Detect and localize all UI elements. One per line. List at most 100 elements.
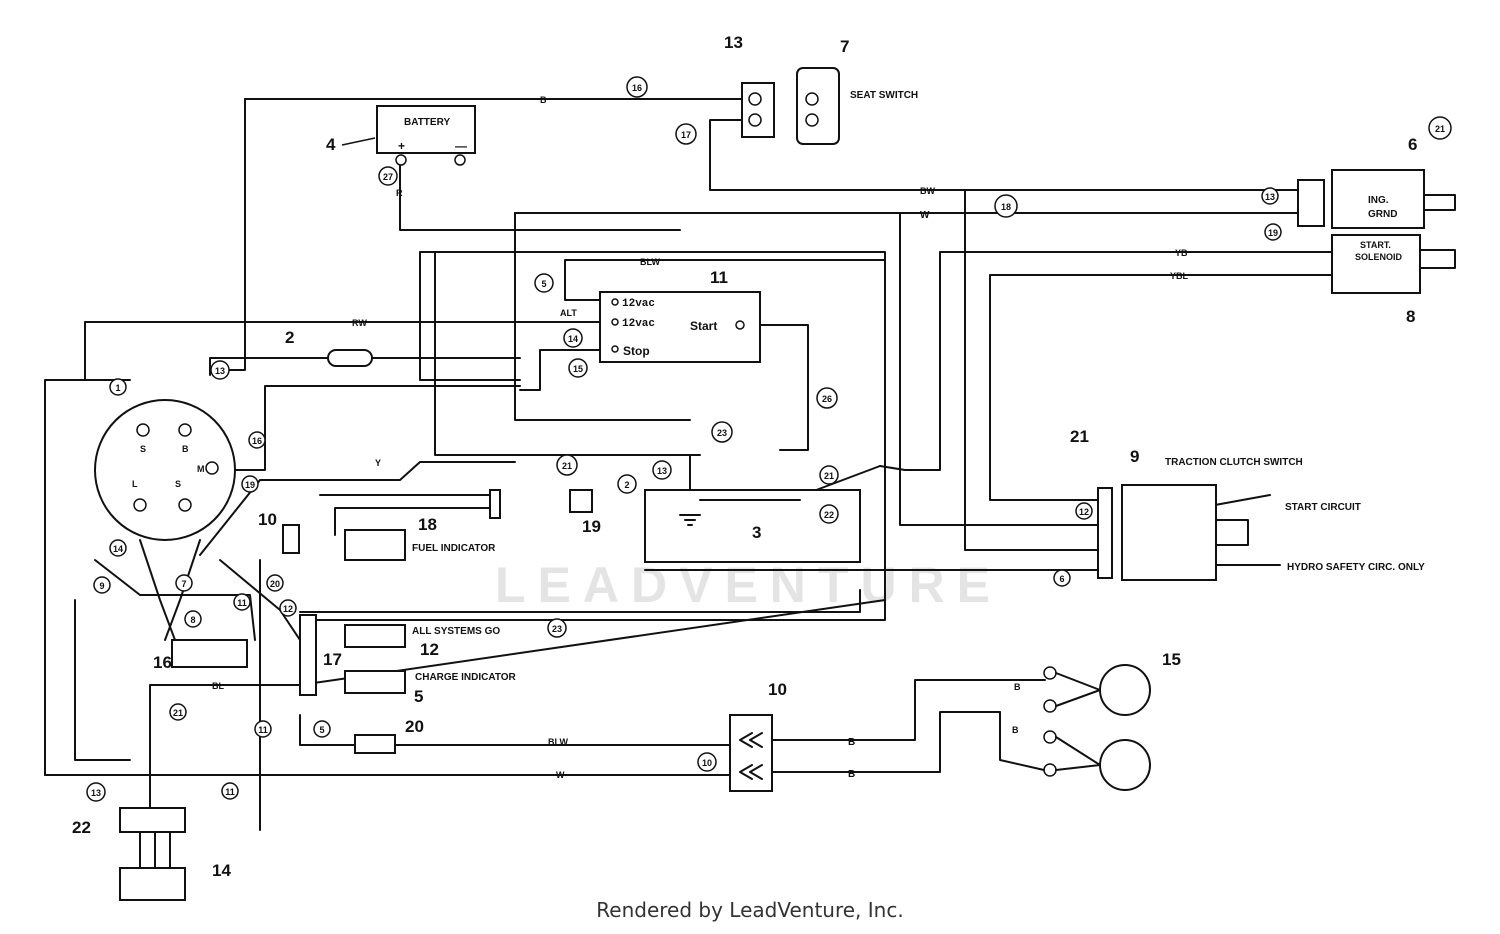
connector-10-top [282,524,300,554]
svg-text:6: 6 [1408,135,1417,154]
wire-rw-lower [74,599,131,761]
footer-credit: Rendered by LeadVenture, Inc. [596,898,904,922]
component-labels: BATTERY + — SEAT SWITCH ING. GRND START.… [398,90,1425,683]
lamp-charge [344,670,406,694]
svg-text:13: 13 [91,788,101,798]
all-systems-go-label: ALL SYSTEMS GO [412,626,500,637]
wire-start [744,324,809,451]
svg-text:BLW: BLW [640,257,661,267]
fuel-indicator [344,529,406,561]
svg-text:10: 10 [768,680,787,699]
svg-text:B: B [182,444,189,454]
wire-b-mid [224,385,521,471]
svg-text:W: W [556,770,565,780]
svg-text:21: 21 [173,708,183,718]
svg-text:22: 22 [824,510,834,520]
svg-text:21: 21 [562,461,572,471]
svg-text:15: 15 [573,364,583,374]
wire-harness-b [94,559,256,641]
svg-text:13: 13 [1265,192,1275,202]
svg-text:S: S [140,444,146,454]
svg-text:B: B [848,737,855,748]
wire-y [199,461,516,556]
connector-17 [299,614,317,696]
svg-text:B: B [1014,682,1021,692]
svg-text:BLW: BLW [548,737,569,747]
watermark: LEADVENTURE [495,557,1002,613]
svg-text:23: 23 [552,624,562,634]
svg-text:17: 17 [323,650,342,669]
svg-text:17: 17 [681,130,691,140]
wire-b-left [224,98,246,371]
svg-text:7: 7 [840,37,849,56]
solenoid-tab [1419,249,1456,269]
svg-text:12vac: 12vac [622,298,655,310]
headlight-lower [1099,739,1151,791]
svg-text:Stop: Stop [623,344,650,358]
svg-text:11: 11 [710,268,728,287]
svg-text:Start: Start [690,319,717,333]
wire-b-headlight-2 [769,711,1001,773]
wire-stop [519,349,611,391]
fuel-indicator-label: FUEL INDICATOR [412,543,496,554]
seat-switch [796,67,840,145]
svg-text:19: 19 [1268,228,1278,238]
seat-switch-label: SEAT SWITCH [850,90,918,101]
wire-r-lower [434,251,701,456]
ignition-terminals: S B M L S [132,423,205,512]
svg-text:18: 18 [418,515,437,534]
svg-text:SOLENOID: SOLENOID [1355,252,1403,262]
svg-text:21: 21 [1070,427,1089,446]
connector-13-seat [741,82,775,138]
svg-text:10: 10 [702,758,712,768]
ignition-switch [94,399,236,541]
svg-text:16: 16 [252,436,262,446]
svg-text:12: 12 [1079,507,1089,517]
svg-text:5: 5 [541,279,546,289]
svg-text:3: 3 [752,523,761,542]
wire-fuel [319,494,491,536]
module-16 [171,639,248,668]
svg-text:2: 2 [285,328,294,347]
svg-text:21: 21 [1435,124,1445,134]
wire-rw-fuse [209,357,521,376]
svg-text:5: 5 [319,725,324,735]
svg-text:S: S [175,479,181,489]
svg-text:20: 20 [405,717,424,736]
svg-text:16: 16 [632,83,642,93]
wire-bl [149,684,311,811]
battery-label: BATTERY [404,117,450,128]
svg-text:7: 7 [181,579,186,589]
wire-plug-14 [139,829,171,871]
svg-text:2: 2 [624,480,629,490]
svg-text:10: 10 [258,510,277,529]
svg-text:21: 21 [824,471,834,481]
svg-text:W: W [920,210,930,221]
fuel-sender-19 [569,489,593,513]
svg-text:GRND: GRND [1368,209,1397,220]
svg-text:5: 5 [414,687,423,706]
svg-text:14: 14 [568,334,578,344]
traction-clutch-label: TRACTION CLUTCH SWITCH [1165,457,1303,468]
wire-ybl [989,274,1336,501]
svg-text:14: 14 [212,861,231,880]
svg-text:ING.: ING. [1368,195,1389,206]
wire-b-headlight-1 [769,679,1046,741]
wire-start-circuit [1214,494,1271,506]
svg-text:RW: RW [352,318,367,328]
wire-w-drop [514,212,691,421]
svg-text:1: 1 [115,383,120,393]
svg-text:B: B [848,769,855,780]
svg-text:11: 11 [258,725,268,735]
svg-text:ALT: ALT [560,308,577,318]
wire-color-codes: B R BW W BLW RW Y YB YBL BL B B W BLW AL… [212,95,1189,780]
charge-indicator-label: CHARGE INDICATOR [415,672,517,683]
wire-bw [709,119,1301,191]
svg-text:22: 22 [72,818,91,837]
svg-text:11: 11 [225,787,235,797]
svg-text:16: 16 [153,653,172,672]
svg-text:13: 13 [724,33,743,52]
svg-text:YB: YB [1175,248,1188,258]
svg-text:BL: BL [212,681,224,691]
